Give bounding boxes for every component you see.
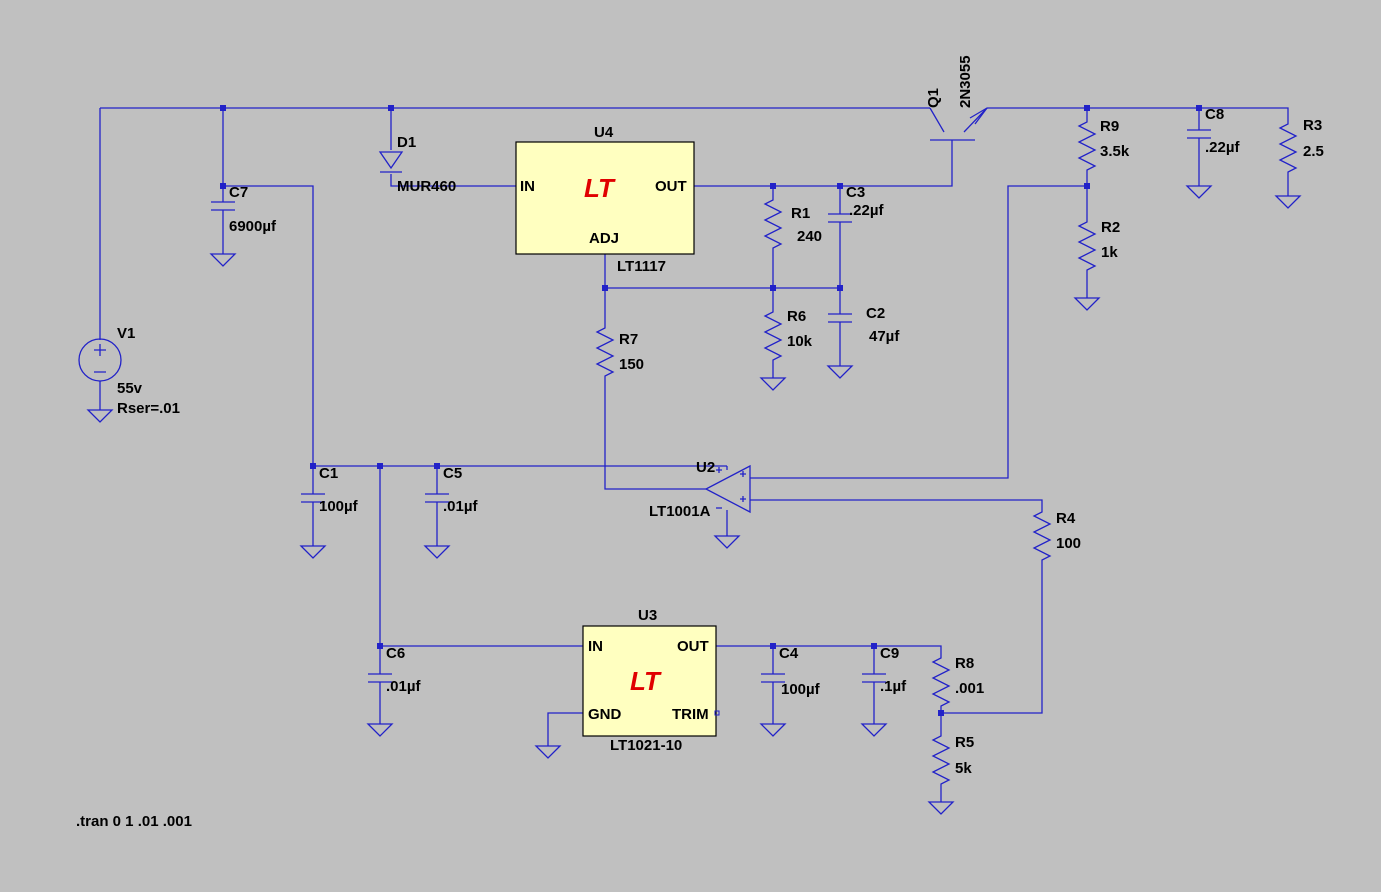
c2-ref: C2: [866, 305, 885, 322]
r6-ref: R6: [787, 308, 806, 325]
u4-part: LT1117: [617, 258, 666, 275]
resistor-r4[interactable]: [1033, 503, 1051, 569]
c7-value: 6900µf: [229, 218, 277, 235]
resistor-r1[interactable]: [764, 191, 782, 257]
u3-pin-in: IN: [588, 638, 603, 655]
u3-pin-trim: TRIM: [672, 706, 709, 723]
r9-value: 3.5k: [1100, 143, 1130, 160]
u3-ref: U3: [638, 607, 657, 624]
opamp-u2[interactable]: [704, 464, 751, 549]
v1-ref: V1: [117, 325, 135, 342]
q1-value: 2N3055: [957, 55, 974, 108]
q1-ref: Q1: [925, 88, 942, 108]
r1-ref: R1: [791, 205, 810, 222]
u2-part: LT1001A: [649, 503, 711, 520]
u3-pin-out: OUT: [677, 638, 709, 655]
r1-value: 240: [797, 228, 822, 245]
r2-value: 1k: [1101, 244, 1118, 261]
r8-ref: R8: [955, 655, 974, 672]
r4-value: 100: [1056, 535, 1081, 552]
c5-value: .01µf: [443, 498, 478, 515]
lt-logo-icon: LT: [630, 666, 662, 696]
r5-ref: R5: [955, 734, 974, 751]
capacitor-c2[interactable]: [827, 297, 853, 379]
c4-ref: C4: [779, 645, 799, 662]
r3-ref: R3: [1303, 117, 1322, 134]
c1-value: 100µf: [319, 498, 359, 515]
d1-ref: D1: [397, 134, 416, 151]
r5-value: 5k: [955, 760, 972, 777]
u4-pin-out: OUT: [655, 178, 687, 195]
u3-pin-gnd: GND: [588, 706, 622, 723]
r4-ref: R4: [1056, 510, 1076, 527]
resistor-r8[interactable]: [932, 649, 950, 715]
r9-ref: R9: [1100, 118, 1119, 135]
u4-ref: U4: [594, 124, 614, 141]
u4-pin-adj: ADJ: [589, 230, 619, 247]
r6-value: 10k: [787, 333, 813, 350]
c6-ref: C6: [386, 645, 405, 662]
resistor-r9[interactable]: [1078, 113, 1096, 179]
c8-ref: C8: [1205, 106, 1224, 123]
c3-value: .22µf: [849, 202, 884, 219]
reference-u3[interactable]: LT IN OUT GND TRIM: [535, 625, 720, 759]
resistor-r7[interactable]: [596, 319, 614, 385]
c9-value: .1µf: [880, 678, 907, 695]
diode-d1[interactable]: [378, 151, 404, 173]
d1-value: MUR460: [397, 178, 456, 195]
c8-value: .22µf: [1205, 139, 1240, 156]
c4-value: 100µf: [781, 681, 821, 698]
transistor-q1[interactable]: [929, 107, 988, 144]
resistor-r6[interactable]: [760, 303, 786, 391]
u4-pin-in: IN: [520, 178, 535, 195]
spice-directive[interactable]: .tran 0 1 .01 .001: [76, 813, 192, 830]
capacitor-c1[interactable]: [300, 477, 326, 559]
r7-value: 150: [619, 356, 644, 373]
lt-logo-icon: LT: [584, 173, 616, 203]
c2-value: 47µf: [869, 328, 900, 345]
u3-part: LT1021-10: [610, 737, 682, 754]
c1-ref: C1: [319, 465, 338, 482]
c5-ref: C5: [443, 465, 462, 482]
capacitor-c5[interactable]: [424, 477, 450, 559]
capacitor-c9[interactable]: [861, 657, 887, 737]
v1-value: 55v: [117, 380, 143, 397]
capacitor-c7[interactable]: [210, 185, 236, 267]
u2-ref: U2: [696, 459, 715, 476]
r2-ref: R2: [1101, 219, 1120, 236]
v1-rser: Rser=.01: [117, 400, 180, 417]
c6-value: .01µf: [386, 678, 421, 695]
r8-value: .001: [955, 680, 984, 697]
c3-ref: C3: [846, 184, 865, 201]
junctions: [220, 105, 1202, 716]
r7-ref: R7: [619, 331, 638, 348]
c7-ref: C7: [229, 184, 248, 201]
r3-value: 2.5: [1303, 143, 1324, 160]
voltage-source-v1[interactable]: [78, 338, 122, 423]
capacitor-c6[interactable]: [367, 657, 393, 737]
regulator-u4[interactable]: LT IN OUT ADJ: [515, 141, 695, 255]
c9-ref: C9: [880, 645, 899, 662]
